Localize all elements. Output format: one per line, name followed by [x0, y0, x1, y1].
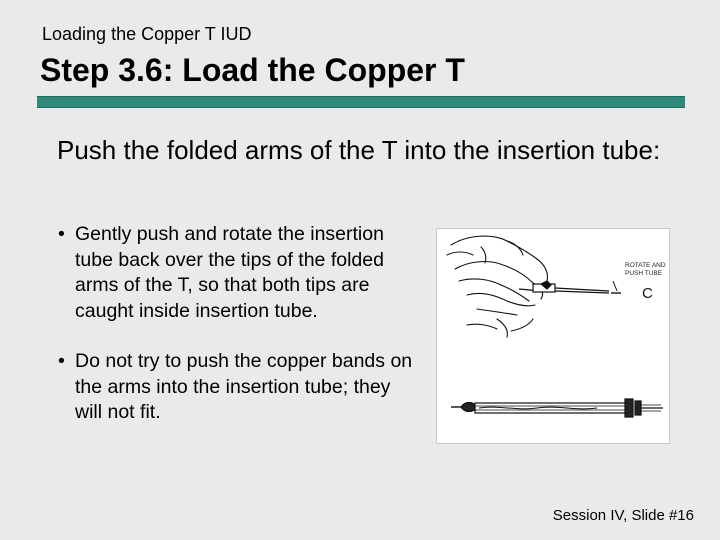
figure-label-line2: PUSH TUBE [625, 270, 663, 277]
bullet-list: • Gently push and rotate the insertion t… [58, 222, 418, 451]
slide-title: Step 3.6: Load the Copper T [40, 52, 465, 88]
section-supertitle: Loading the Copper T IUD [42, 24, 252, 44]
lead-instruction: Push the folded arms of the T into the i… [57, 135, 661, 165]
copper-t-illustration: ROTATE AND PUSH TUBE C [436, 228, 670, 444]
slide-number-footer: Session IV, Slide #16 [552, 507, 694, 524]
tube-drawing [518, 280, 610, 294]
bullet-item: • Do not try to push the copper bands on… [58, 349, 418, 426]
pointer-icon [612, 280, 618, 292]
figure-label-line1: ROTATE AND [625, 262, 666, 269]
hand-drawing [446, 235, 549, 338]
bullet-dot-icon: • [58, 223, 65, 245]
figure-callout-letter: C [642, 285, 653, 302]
loaded-tube-drawing [451, 398, 663, 418]
bullet-item: • Gently push and rotate the insertion t… [58, 222, 418, 324]
bullet-text: Gently push and rotate the insertion tub… [75, 223, 384, 322]
copper-t-drawing: ROTATE AND PUSH TUBE C [446, 235, 666, 418]
bullet-dot-icon: • [58, 350, 65, 372]
bullet-text: Do not try to push the copper bands on t… [75, 350, 413, 423]
title-divider-bar [37, 96, 685, 108]
